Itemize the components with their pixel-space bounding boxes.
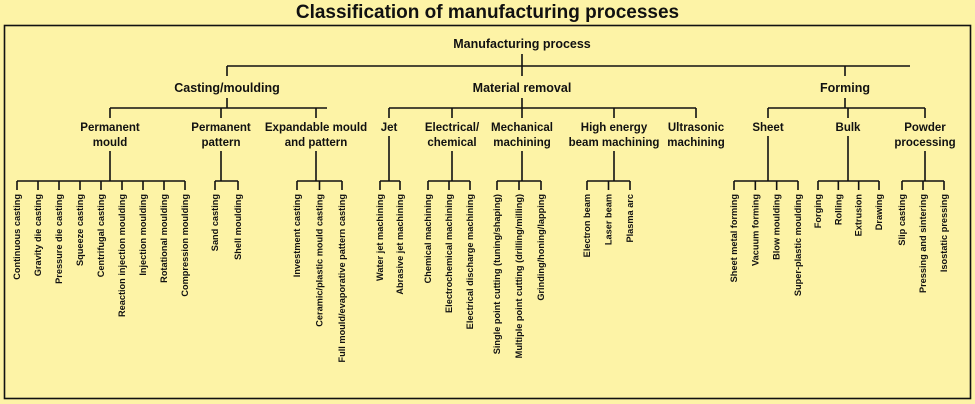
- leaf-label-0-0-6: Injection moulding: [138, 194, 148, 276]
- child-label-1-1: Electrical/chemical: [425, 122, 480, 149]
- leaf-label-2-2-1: Pressing and sintering: [918, 194, 928, 293]
- leaf-label-0-1-0: Sand casting: [210, 194, 220, 251]
- leaf-label-1-3-1: Laser beam: [604, 194, 614, 245]
- leaf-label-1-3-2: Plasma arc: [625, 194, 635, 243]
- child-label-2-0: Sheet: [752, 122, 783, 134]
- leaf-label-1-2-2: Grinding/honing/lapping: [536, 194, 546, 301]
- group-label-2: Forming: [820, 81, 870, 95]
- node-labels: Manufacturing processCasting/mouldingPer…: [12, 37, 956, 362]
- leaf-label-1-1-2: Electrical discharge machining: [465, 194, 475, 329]
- leaf-label-0-2-0: Investment casting: [292, 194, 302, 277]
- leaf-label-1-0-1: Abrasive jet machining: [395, 194, 405, 295]
- leaf-label-1-1-1: Electrochemical machining: [444, 194, 454, 313]
- leaf-label-2-0-2: Blow moulding: [772, 194, 782, 260]
- leaf-label-2-0-1: Vacuum forming: [750, 194, 760, 266]
- leaf-label-0-0-3: Squeeze casting: [75, 194, 85, 266]
- leaf-label-2-2-2: Isostatic pressing: [939, 194, 949, 272]
- connector-lines: [16, 54, 945, 190]
- leaf-label-1-3-0: Electron beam: [582, 194, 592, 257]
- leaf-label-0-0-8: Compression moulding: [180, 194, 190, 297]
- diagram-title: Classification of manufacturing processe…: [295, 2, 680, 23]
- leaf-label-0-0-2: Pressure die casting: [54, 194, 64, 284]
- leaf-label-0-2-2: Full mould/evaporative pattern casting: [337, 194, 347, 362]
- leaf-label-0-0-5: Reaction injection moulding: [117, 194, 127, 317]
- leaf-label-2-1-2: Extrusion: [854, 194, 864, 237]
- leaf-label-0-0-0: Continuous casting: [12, 194, 22, 280]
- leaf-label-2-0-3: Super-plastic moulding: [793, 194, 803, 296]
- leaf-label-0-1-1: Shell moulding: [233, 194, 243, 260]
- root-node-label: Manufacturing process: [453, 37, 591, 51]
- child-label-1-0: Jet: [381, 122, 398, 134]
- leaf-label-2-1-1: Rolling: [833, 194, 843, 225]
- group-label-0: Casting/moulding: [174, 81, 280, 95]
- leaf-label-1-0-0: Water jet machining: [375, 194, 385, 281]
- leaf-label-2-0-0: Sheet metal forming: [729, 194, 739, 282]
- leaf-label-0-0-7: Rotational moulding: [159, 194, 169, 283]
- leaf-label-0-0-1: Gravity die casting: [33, 194, 43, 276]
- diagram-border: [3, 24, 972, 400]
- leaf-label-0-0-4: Centrifugal casting: [96, 194, 106, 277]
- child-label-2-1: Bulk: [836, 122, 862, 134]
- leaf-label-1-2-0: Single point cutting (tuning/shaping): [492, 194, 502, 354]
- leaf-label-1-2-1: Multiple point cutting (drilling/milling…: [514, 194, 524, 358]
- leaf-label-2-1-0: Forging: [813, 194, 823, 228]
- leaf-label-2-1-3: Drawing: [874, 194, 884, 230]
- group-label-1: Material removal: [473, 81, 572, 95]
- leaf-label-1-1-0: Chemical machining: [423, 194, 433, 283]
- leaf-label-2-2-0: Slip casting: [897, 194, 907, 246]
- leaf-label-0-2-1: Ceramic/plastic mould casting: [315, 194, 325, 327]
